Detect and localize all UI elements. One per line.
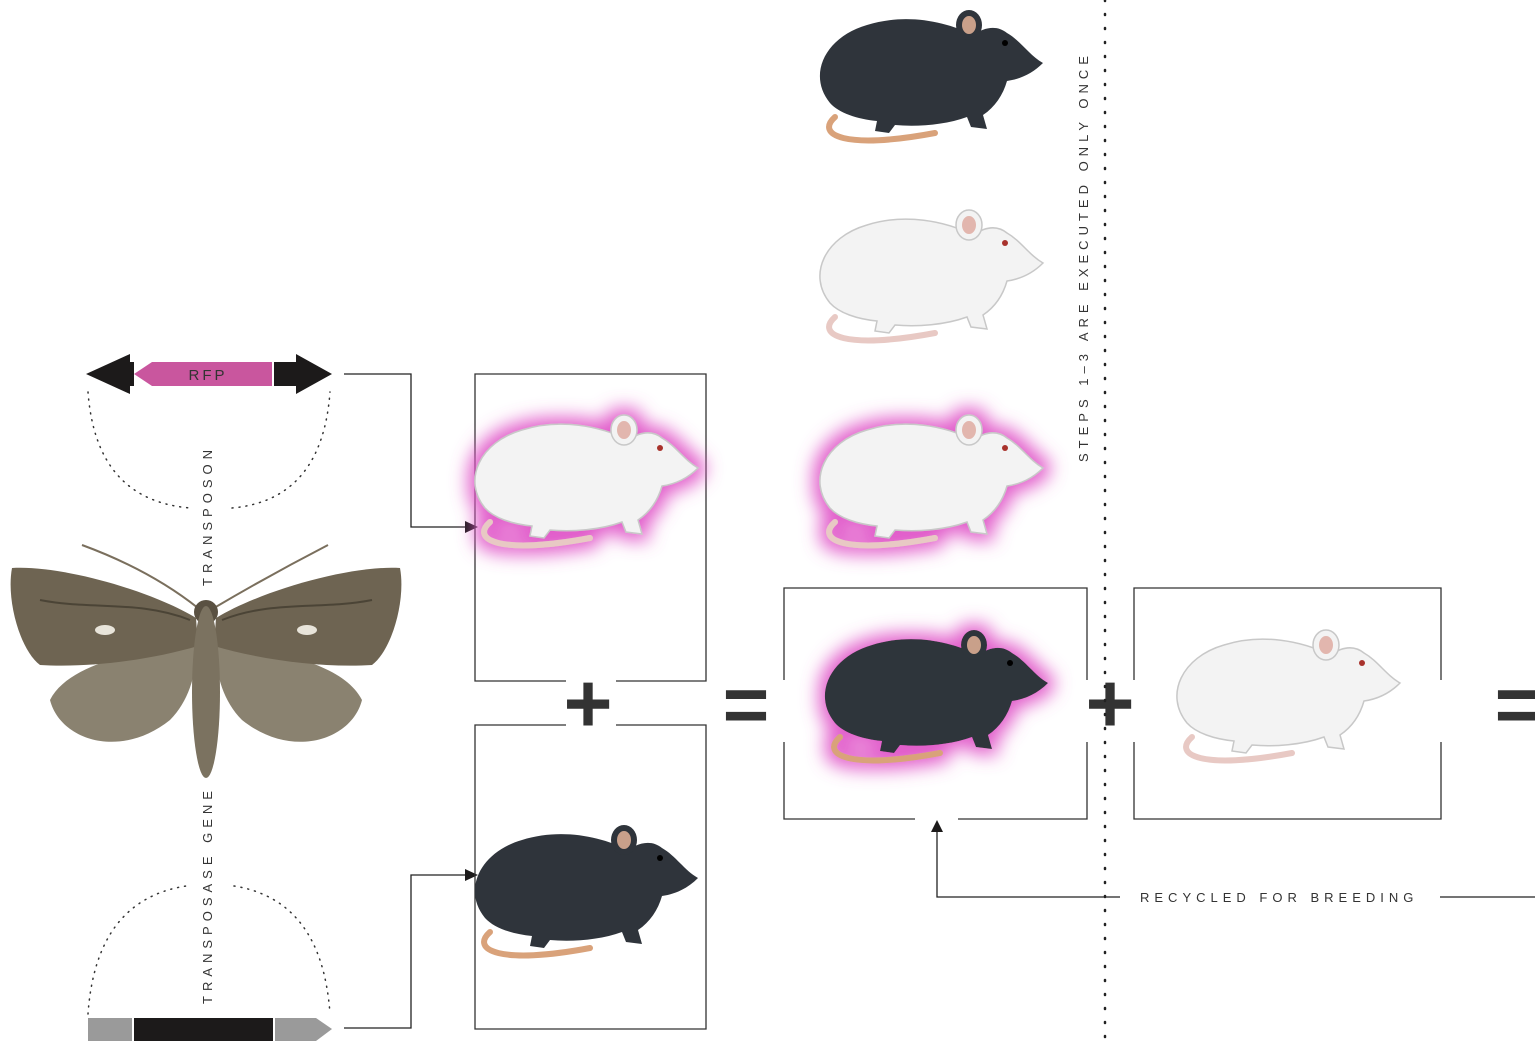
arrowhead-to-transposon-mouse	[465, 521, 478, 533]
transposase-black-mouse-icon	[474, 825, 698, 959]
transposase-connector	[344, 874, 466, 1029]
transposon-construct: RFP	[86, 354, 332, 394]
transposon-dotted-arc	[87, 391, 331, 509]
steps-note-label: STEPS 1–3 ARE EXECUTED ONLY ONCE	[1076, 51, 1091, 462]
transposase-dotted-arc	[87, 885, 331, 1015]
plus-operator-2: +	[1085, 656, 1134, 750]
white-mouse-icon	[819, 209, 1044, 344]
rfp-label: RFP	[189, 367, 228, 384]
box-transposon-mouse	[474, 373, 707, 682]
transposon-connector	[344, 373, 466, 528]
arrowhead-recycled	[931, 820, 943, 832]
recycled-connector-left	[936, 832, 1120, 898]
plus-operator-1: +	[563, 656, 612, 750]
box-wildtype-white-mouse	[1133, 587, 1442, 820]
transposase-construct	[88, 1018, 332, 1041]
moth-illustration	[10, 544, 402, 778]
promoter-gray-block	[88, 1018, 132, 1041]
box-transposase-mouse	[474, 724, 707, 1030]
terminator-gray-arrow	[275, 1018, 332, 1041]
rfp-gene-block	[134, 362, 272, 386]
arrowhead-to-transposase-mouse	[465, 869, 478, 881]
transposon-white-mouse-icon	[474, 414, 699, 549]
transposase-gene-block	[134, 1018, 273, 1041]
left-inverted-repeat-arrow	[86, 354, 130, 394]
double-transgenic-mouse-icon	[824, 630, 1048, 764]
transposase-gene-label: TRANSPOSASE GENE	[200, 786, 215, 1004]
transposon-label: TRANSPOSON	[200, 445, 215, 586]
box-double-transgenic-mouse	[783, 587, 1088, 820]
wildtype-white-mouse-icon	[1176, 629, 1401, 764]
black-mouse-icon	[819, 10, 1043, 144]
equals-operator-1: =	[723, 660, 770, 749]
white-mouse-glowing-icon	[819, 414, 1044, 549]
equals-operator-2: =	[1495, 660, 1535, 749]
recycled-for-breeding-label: RECYCLED FOR BREEDING	[1140, 890, 1418, 905]
right-inverted-repeat-arrow	[274, 354, 332, 394]
